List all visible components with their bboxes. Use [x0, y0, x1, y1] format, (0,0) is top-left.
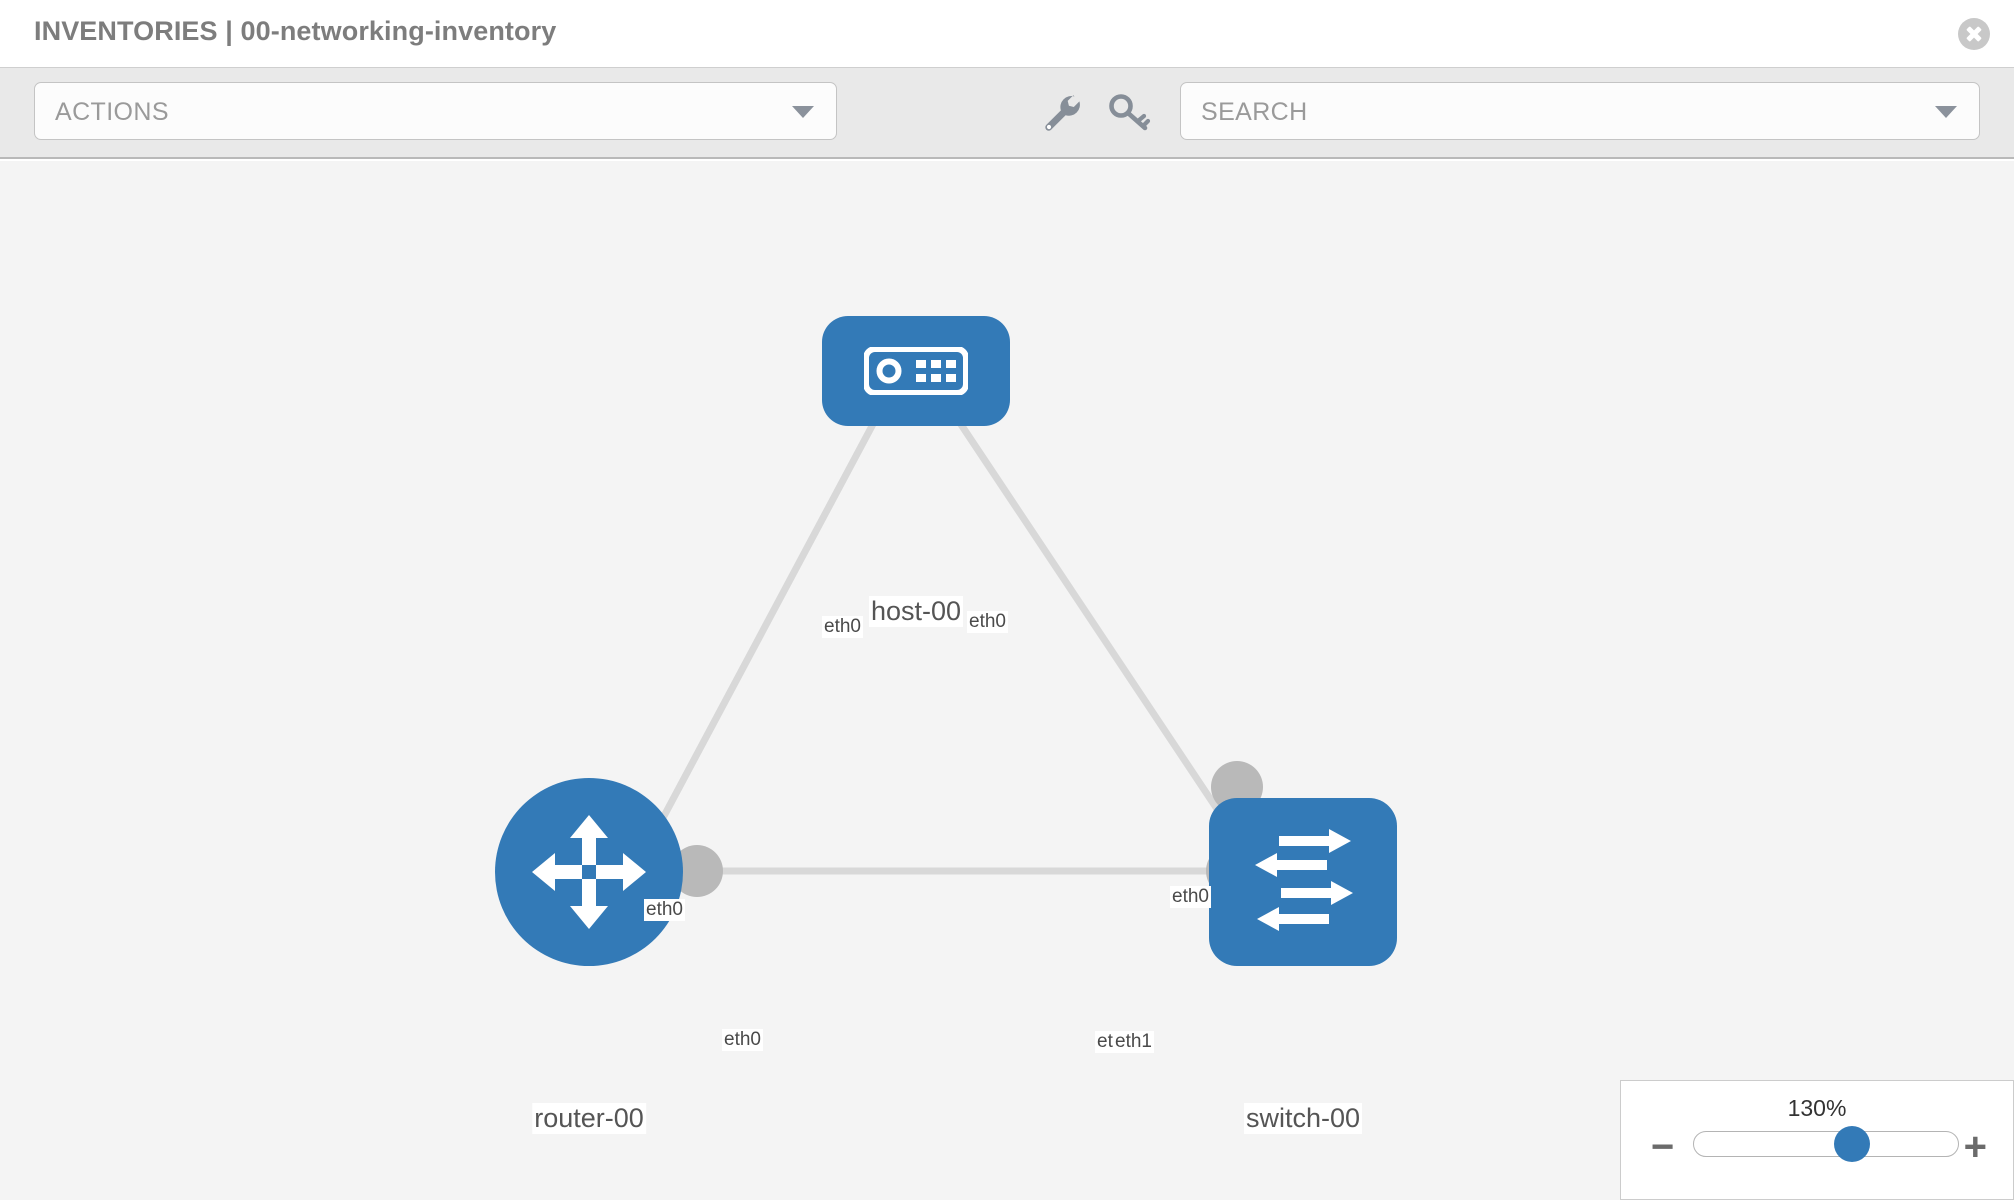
- zoom-in-button[interactable]: +: [1963, 1125, 1987, 1169]
- page-title: INVENTORIES | 00-networking-inventory: [34, 16, 557, 46]
- node-router-00[interactable]: [495, 778, 683, 966]
- zoom-out-button[interactable]: −: [1651, 1125, 1675, 1169]
- search-placeholder: SEARCH: [1201, 98, 1308, 126]
- server-appliance-icon: [864, 347, 968, 395]
- edge-label-host-router-near-router[interactable]: eth0: [644, 899, 685, 921]
- zoom-slider[interactable]: [1693, 1126, 1959, 1162]
- edge-label-host-switch-near-host[interactable]: eth0: [967, 611, 1008, 633]
- edge-label-host-switch-near-switch[interactable]: eth0: [1170, 886, 1211, 908]
- page-header: INVENTORIES | 00-networking-inventory: [0, 0, 2014, 68]
- stub-router-right: [671, 845, 723, 897]
- toolbar: ACTIONS SEARCH: [0, 68, 2014, 159]
- key-icon[interactable]: [1108, 92, 1152, 132]
- node-label-switch-00[interactable]: switch-00: [1243, 1103, 1363, 1134]
- actions-dropdown-label: ACTIONS: [55, 98, 169, 126]
- chevron-down-icon[interactable]: [1935, 106, 1957, 118]
- actions-dropdown[interactable]: ACTIONS: [34, 82, 837, 140]
- zoom-level-value: 130%: [1787, 1095, 1847, 1121]
- search-input[interactable]: SEARCH: [1180, 82, 1980, 140]
- wrench-icon[interactable]: [1040, 92, 1084, 132]
- chevron-down-icon: [792, 106, 814, 118]
- node-host-00[interactable]: [822, 316, 1010, 426]
- edge-label-host-router-near-host[interactable]: eth0: [822, 616, 863, 638]
- link-lines: [636, 409, 1248, 875]
- link-host-router: [636, 409, 884, 863]
- zoom-control-panel: 130% − +: [1620, 1080, 2014, 1200]
- node-label-host-00[interactable]: host-00: [868, 596, 964, 627]
- node-switch-00[interactable]: [1209, 798, 1397, 966]
- link-host-switch: [949, 409, 1248, 853]
- topology-canvas[interactable]: host-00 router-00 sw: [0, 161, 2014, 1200]
- edge-label-router-switch-near-switch-eth1[interactable]: eth1: [1113, 1031, 1154, 1053]
- close-icon[interactable]: [1958, 18, 1990, 50]
- topology-links: [636, 331, 1263, 897]
- router-arrows-icon: [532, 815, 646, 929]
- switch-arrows-icon: [1255, 829, 1353, 931]
- zoom-slider-thumb[interactable]: [1834, 1126, 1871, 1162]
- edge-label-router-switch-near-router[interactable]: eth0: [722, 1029, 763, 1051]
- node-label-router-00[interactable]: router-00: [532, 1103, 646, 1134]
